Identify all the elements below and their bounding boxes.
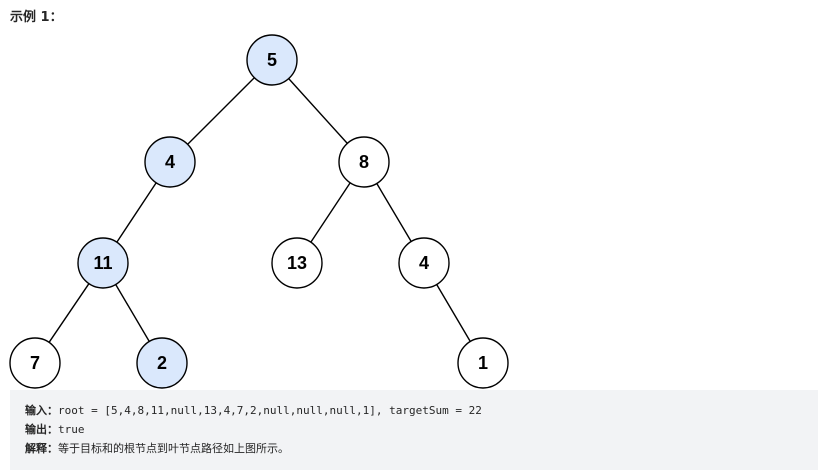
tree-node-circle bbox=[9, 337, 61, 389]
tree-edge-n5-n4a bbox=[187, 77, 255, 145]
tree-node-circle bbox=[246, 34, 298, 86]
tree-node-label: 7 bbox=[30, 353, 40, 373]
input-label: 输入： bbox=[25, 404, 58, 417]
output-value: true bbox=[58, 423, 85, 436]
output-label: 输出： bbox=[25, 423, 58, 436]
tree-node-label: 2 bbox=[157, 353, 167, 373]
example-title: 示例 1： bbox=[10, 10, 63, 25]
tree-node-label: 13 bbox=[287, 253, 307, 273]
tree-node-n5: 5 bbox=[246, 34, 298, 86]
tree-node-n2: 2 bbox=[136, 337, 188, 389]
tree-edge-n8-n4b bbox=[376, 183, 412, 242]
input-value: root = [5,4,8,11,null,13,4,7,2,null,null… bbox=[58, 404, 482, 417]
tree-node-circle bbox=[271, 237, 323, 289]
input-line: 输入：root = [5,4,8,11,null,13,4,7,2,null,n… bbox=[25, 401, 818, 420]
tree-node-label: 4 bbox=[165, 152, 175, 172]
tree-node-circle bbox=[457, 337, 509, 389]
tree-edge-n11-n7 bbox=[48, 283, 90, 343]
binary-tree-diagram: 5 4 8 11 13 4 7 2 1 bbox=[9, 34, 509, 389]
output-line: 输出：true bbox=[25, 420, 818, 439]
tree-node-n7: 7 bbox=[9, 337, 61, 389]
tree-edges bbox=[48, 77, 471, 343]
explanation-label: 解释： bbox=[25, 442, 58, 455]
tree-nodes: 5 4 8 11 13 4 7 2 1 bbox=[9, 34, 509, 389]
tree-edge-n4a-n11 bbox=[116, 182, 157, 243]
tree-node-n1: 1 bbox=[457, 337, 509, 389]
tree-node-n11: 11 bbox=[77, 237, 129, 289]
tree-node-label: 8 bbox=[359, 152, 369, 172]
tree-node-circle bbox=[77, 237, 129, 289]
tree-edge-n4b-n1 bbox=[436, 284, 471, 342]
tree-node-circle bbox=[144, 136, 196, 188]
tree-node-n8: 8 bbox=[338, 136, 390, 188]
tree-node-circle bbox=[398, 237, 450, 289]
tree-node-label: 5 bbox=[267, 50, 277, 70]
tree-node-n4a: 4 bbox=[144, 136, 196, 188]
tree-node-circle bbox=[338, 136, 390, 188]
explanation-line: 解释：等于目标和的根节点到叶节点路径如上图所示。 bbox=[25, 439, 818, 458]
example-code-block: 输入：root = [5,4,8,11,null,13,4,7,2,null,n… bbox=[10, 390, 818, 470]
tree-node-n4b: 4 bbox=[398, 237, 450, 289]
tree-node-label: 1 bbox=[478, 353, 488, 373]
tree-edge-n5-n8 bbox=[288, 78, 348, 144]
tree-edge-n8-n13 bbox=[310, 182, 351, 243]
tree-edge-n11-n2 bbox=[115, 284, 150, 342]
tree-node-circle bbox=[136, 337, 188, 389]
explanation-value: 等于目标和的根节点到叶节点路径如上图所示。 bbox=[58, 442, 289, 455]
tree-node-n13: 13 bbox=[271, 237, 323, 289]
tree-node-label: 4 bbox=[419, 253, 429, 273]
tree-node-label: 11 bbox=[93, 253, 112, 273]
